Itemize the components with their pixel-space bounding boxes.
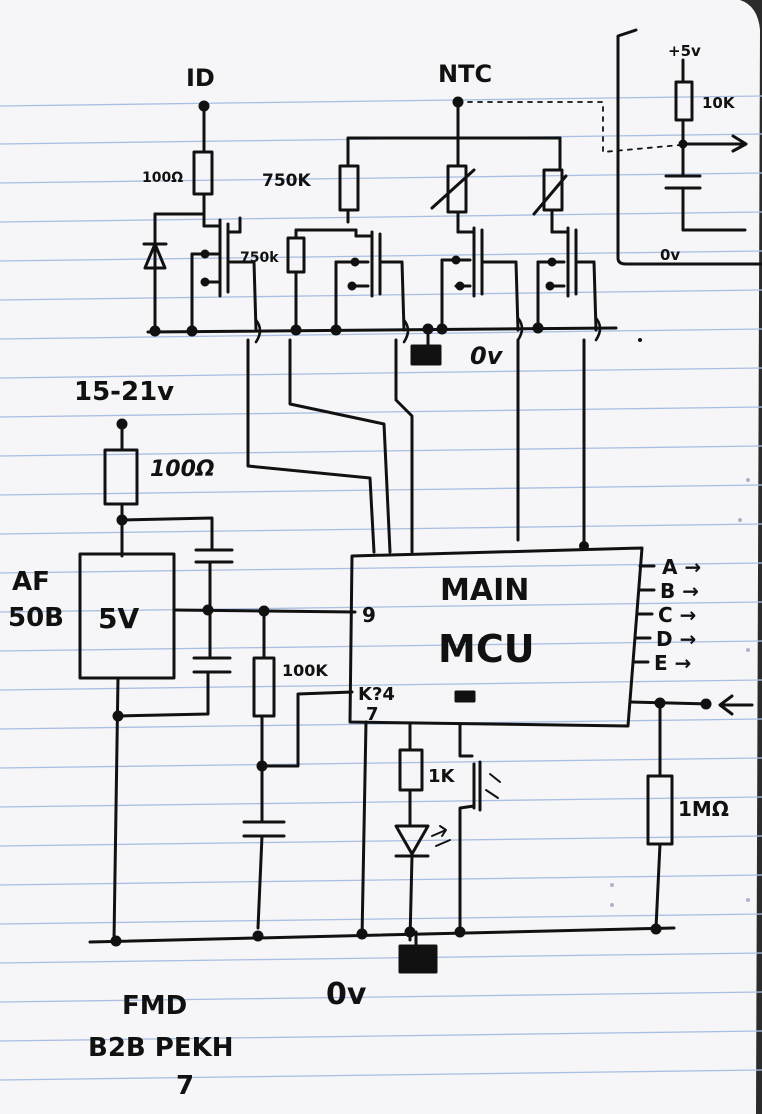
stage-3 — [440, 226, 520, 332]
id-input-label: ID — [186, 64, 215, 92]
inset-supply-label: +5v — [668, 42, 701, 60]
id-input-stage — [142, 100, 258, 332]
regulator-output-label: 5V — [98, 602, 139, 635]
inset-arrow-icon — [731, 134, 748, 153]
inset-ground-label: 0v — [660, 246, 680, 264]
r-750k-b-label: 750k — [240, 250, 279, 266]
output-d-label: D → — [656, 627, 696, 651]
regulator-box — [78, 552, 176, 680]
mcu-pin-7-label: 7 — [366, 704, 379, 725]
bottom-ground-rail — [88, 926, 676, 944]
chip-marking-line2: B2B PEKH — [88, 1033, 234, 1063]
led-branch — [394, 722, 451, 942]
chip-marking-line1: FMD — [122, 991, 187, 1021]
r-100r-supply-label: 100Ω — [150, 457, 215, 482]
r-1m-label: 1MΩ — [678, 797, 729, 821]
ruled-lines — [0, 95, 762, 1081]
power-supply — [78, 418, 357, 942]
inset-border — [616, 28, 762, 266]
ntc-input-label: NTC — [438, 60, 492, 88]
binder-dots — [610, 478, 750, 907]
mcu-title-line2: MCU — [438, 627, 535, 671]
regulator-part-label-a: AF — [12, 567, 50, 597]
mcu-pin-9-label: 9 — [362, 603, 376, 627]
output-b-label: B → — [660, 579, 699, 603]
inset-resistor-label: 10K — [702, 94, 736, 112]
output-a-label: A → — [662, 555, 701, 579]
inset-ntc-divider — [616, 28, 762, 266]
led-icon — [394, 824, 430, 856]
main-mcu-box — [348, 546, 644, 728]
signal-wire-3 — [394, 338, 414, 554]
ground-pad-top — [410, 344, 442, 366]
r-100r-top-label: 100Ω — [142, 170, 183, 186]
ground-mid-label: 0v — [470, 342, 504, 370]
ntc-network — [338, 96, 568, 234]
output-e-label: E → — [654, 651, 691, 675]
input-arrow-icon — [718, 694, 754, 716]
ground-pad-bottom — [398, 944, 438, 974]
zener-diode-icon — [143, 242, 167, 270]
stage-2 — [286, 228, 406, 332]
r-750k-a-label: 750K — [262, 171, 311, 191]
mcu-pin-label-b: K?4 — [358, 684, 395, 705]
light-sensor-branch — [458, 722, 501, 938]
mcu-small-pad — [454, 690, 476, 703]
regulator-part-label-b: 50B — [8, 603, 64, 633]
signal-wire-1 — [246, 338, 376, 554]
signal-wire-2 — [288, 338, 392, 554]
supply-voltage-label: 15-21v — [74, 377, 174, 407]
ntc-inset-link — [457, 101, 681, 153]
r-1k-label: 1K — [428, 766, 456, 787]
resistor-100k — [252, 656, 276, 718]
mcu-title-line1: MAIN — [440, 573, 529, 608]
r-100k-label: 100K — [282, 661, 328, 680]
output-c-label: C → — [658, 603, 696, 627]
chip-marking-line3: 7 — [176, 1071, 194, 1101]
mcu-output-pins — [632, 564, 656, 664]
ground-bottom-label: 0v — [326, 977, 367, 1012]
